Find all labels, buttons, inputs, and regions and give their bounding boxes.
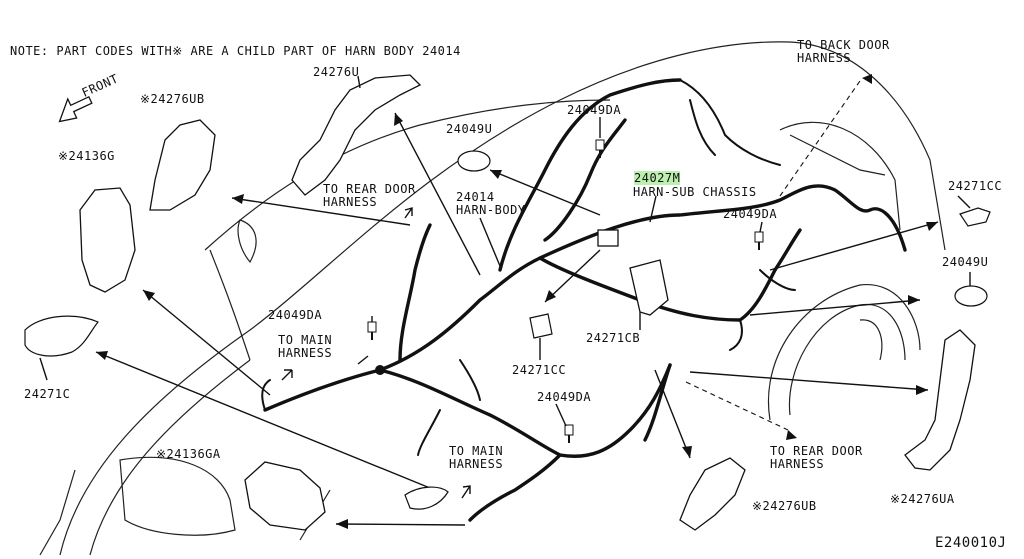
label-24276UB-top: ※24276UB	[140, 92, 205, 106]
label-24014: 24014	[456, 190, 495, 204]
figure-code: E240010J	[935, 535, 1007, 551]
label-harn-sub-chassis: HARN-SUB CHASSIS	[633, 185, 757, 199]
label-24271CC-mid: 24271CC	[512, 363, 567, 377]
label-to-rear-door-2: TO REAR DOOR	[770, 444, 863, 458]
label-24276UA: ※24276UA	[890, 492, 955, 506]
front-arrow-icon	[58, 95, 93, 123]
pad-24271CC-right	[959, 207, 991, 227]
bracket-24276U	[291, 74, 422, 196]
label-24049DA-mid: 24049DA	[268, 308, 323, 322]
bracket-24276UA	[904, 329, 976, 471]
pad-24271C	[24, 315, 99, 357]
bolt-icon	[754, 231, 764, 250]
label-harness-3: HARNESS	[278, 346, 333, 360]
label-to-main-2: TO MAIN	[449, 444, 504, 458]
label-harness-4: HARNESS	[449, 457, 504, 471]
note-text: NOTE: PART CODES WITH※ ARE A CHILD PART …	[10, 44, 461, 58]
bracket-24136GA	[244, 461, 326, 531]
label-24136GA: ※24136GA	[156, 447, 221, 461]
connector-block	[597, 229, 619, 247]
main-harness-lines	[261, 78, 907, 522]
pad-lower-clip	[404, 486, 449, 510]
pad-24271CC-mid	[529, 313, 553, 339]
bolt-icon	[367, 321, 377, 340]
vehicle-body-outline	[39, 41, 946, 556]
label-to-main-1: TO MAIN	[278, 333, 333, 347]
label-24276UB-bottom: ※24276UB	[752, 499, 817, 513]
bolt-icon	[564, 424, 574, 443]
label-24271C: 24271C	[24, 387, 71, 401]
label-24049DA-top: 24049DA	[567, 103, 622, 117]
leader-arrows	[95, 74, 939, 529]
label-to-back-door: TO BACK DOOR	[797, 38, 890, 52]
label-24271CB: 24271CB	[586, 331, 641, 345]
label-harness-1: HARNESS	[323, 195, 378, 209]
bolt-icon	[595, 139, 605, 158]
label-24049DA-right: 24049DA	[723, 207, 778, 221]
label-24049U-right: 24049U	[942, 255, 989, 269]
label-harness-2: HARNESS	[797, 51, 852, 65]
bracket-24271CB	[629, 259, 669, 316]
grommet-24049U-right	[954, 285, 988, 307]
label-harn-body: HARN-BODY	[456, 203, 526, 217]
bracket-24276UB-top	[149, 119, 216, 211]
label-24276U: 24276U	[313, 65, 360, 79]
part-drawings	[24, 74, 991, 531]
label-24049DA-low: 24049DA	[537, 390, 592, 404]
label-24271CC-right: 24271CC	[948, 179, 1003, 193]
bracket-24136G	[79, 187, 136, 293]
label-24027M: 24027M	[634, 171, 681, 185]
label-24049U-left: 24049U	[446, 122, 493, 136]
grommet-24049U-left	[457, 150, 491, 172]
label-24136G: ※24136G	[58, 149, 115, 163]
bracket-24276UB-bottom	[679, 457, 746, 531]
label-harness-5: HARNESS	[770, 457, 825, 471]
label-to-rear-door-1: TO REAR DOOR	[323, 182, 416, 196]
grommet-icon	[375, 365, 385, 375]
